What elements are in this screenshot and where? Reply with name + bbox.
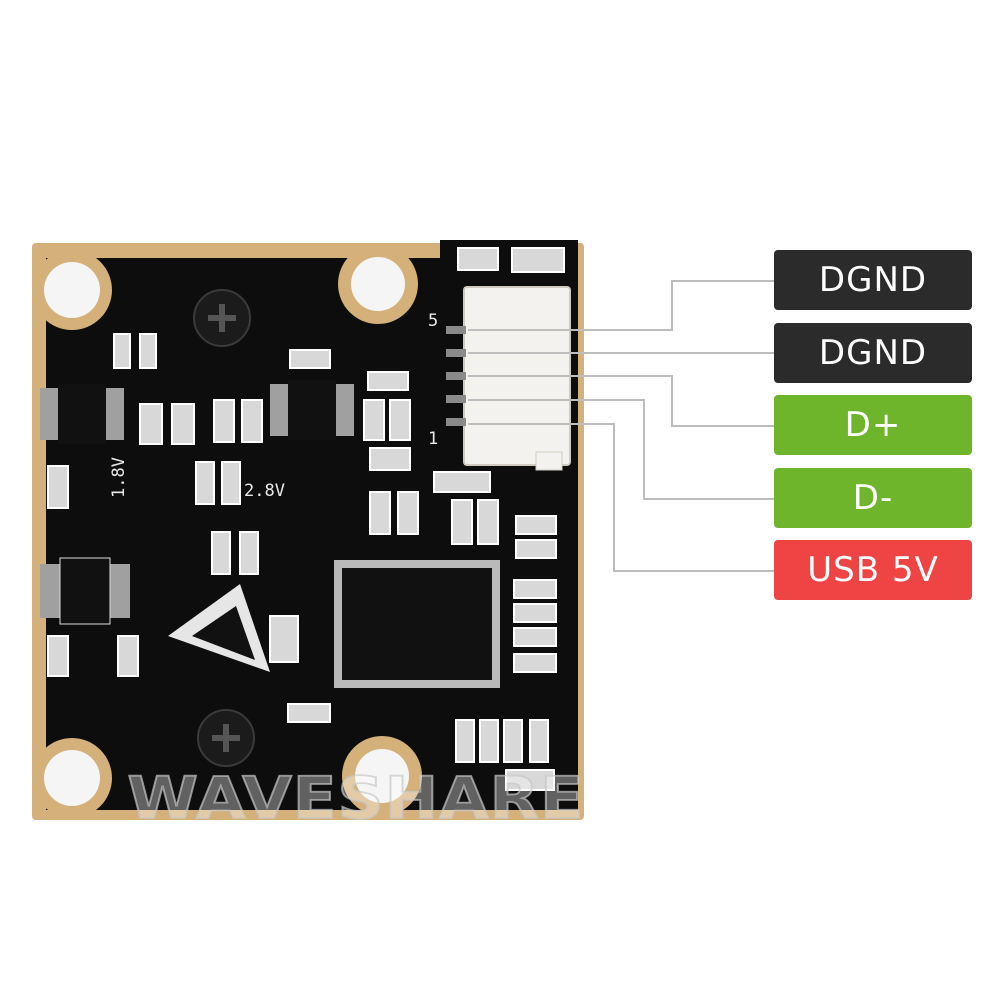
mounting-hole-top-right <box>338 244 418 324</box>
screw-top <box>193 289 251 347</box>
silk-pin5: 5 <box>428 311 438 331</box>
pin-label-d-plus: D+ <box>774 395 972 455</box>
regulator-chip-left <box>40 384 124 444</box>
esd-warning-triangle <box>168 584 270 672</box>
screw-bottom <box>197 709 255 767</box>
silk-1v8-label: 1.8V <box>109 457 129 498</box>
mounting-hole-bottom-left <box>32 738 112 818</box>
pin-label-usb-5v: USB 5V <box>774 540 972 600</box>
regulator-chip-middle <box>270 380 354 440</box>
watermark: WAVESHARE <box>126 765 585 833</box>
smd-components <box>47 247 565 791</box>
chip-bottom-left <box>40 557 130 625</box>
pin-label-dgnd-1: DGND <box>774 250 972 310</box>
mounting-hole-bottom-right <box>342 736 422 816</box>
leader-lines <box>468 280 774 572</box>
mounting-hole-top-left <box>32 250 112 330</box>
silk-2v8-label: 2.8V <box>244 481 285 501</box>
pin-header-connector <box>446 286 571 471</box>
pin-label-d-minus: D- <box>774 468 972 528</box>
main-ic-chip <box>334 560 500 688</box>
silk-pin1: 1 <box>428 429 438 449</box>
pin-label-dgnd-2: DGND <box>774 323 972 383</box>
